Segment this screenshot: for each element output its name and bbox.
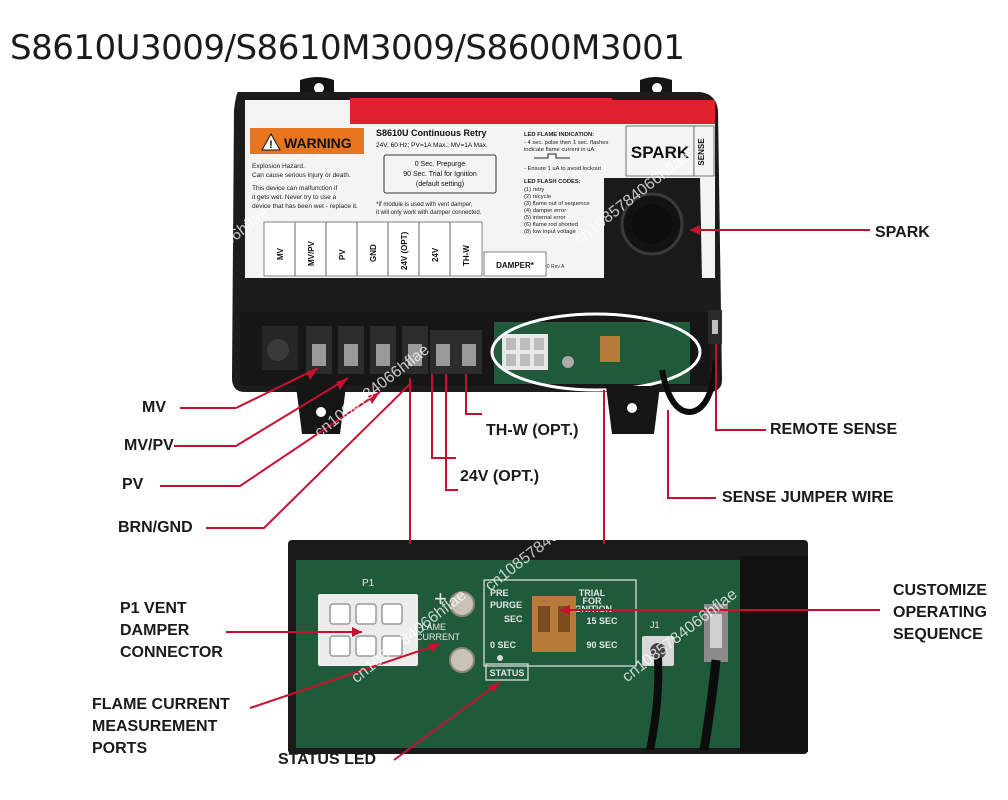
svg-text:0 SEC: 0 SEC [490,640,517,650]
svg-text:CURRENT: CURRENT [416,632,461,642]
spark-label: SPARK [631,143,690,162]
svg-text:- 4 sec. pulse then 1 sec. fla: - 4 sec. pulse then 1 sec. flashes [524,140,609,146]
terminal-row [262,326,482,374]
timing-box [383,154,497,194]
svg-text:This device can malfunction if: This device can malfunction if [252,185,337,192]
svg-text:+: + [434,586,447,611]
callout-remote-sense: REMOTE SENSE [770,421,898,438]
svg-text:(5) internal error: (5) internal error [524,215,566,221]
svg-text:24V (OPT): 24V (OPT) [400,231,409,270]
svg-text:90 Sec. Trial for Ignition: 90 Sec. Trial for Ignition [403,171,477,178]
callout-mv-pv: MV/PV [124,437,174,454]
callout-brn-gnd: BRN/GND [118,519,193,536]
svg-text:0 Sec. Prepurge: 0 Sec. Prepurge [415,161,466,168]
leader-lines [160,229,880,761]
callout-24v: 24V (OPT.) [460,468,540,485]
svg-text:device that has been wet - rep: device that has been wet - replace it. [252,203,358,210]
callout-p1-vent: P1 VENT DAMPER CONNECTOR [120,600,223,661]
svg-text:indicate flame current in uA:: indicate flame current in uA: [524,147,596,153]
svg-text:MV/PV: MV/PV [307,240,316,266]
red-band [350,98,612,124]
svg-text:GND: GND [369,244,378,262]
status-led [497,655,503,661]
svg-text:*If module is used with vent d: *If module is used with vent damper, [376,202,473,208]
svg-text:(1) retry: (1) retry [524,187,544,193]
ignition-module: ! WARNING Explosion Hazard. Can cause se… [232,77,722,434]
model-spec: 24V, 60 Hz; PV=1A Max.; MV=1A Max. [376,142,488,149]
svg-text:FOR: FOR [583,596,602,606]
leader-arrowheads [306,225,700,692]
board-closeup: P1 + FLAME CURRENT PRE PURGE SEC 0 SEC T… [288,540,808,754]
svg-text:LED FLASH CODES:: LED FLASH CODES: [524,179,581,185]
svg-text:(8) low input voltage: (8) low input voltage [524,229,576,235]
svg-text:(default setting): (default setting) [416,181,464,188]
svg-text:- Ensure 1 uA to avoid lockout: - Ensure 1 uA to avoid lockout [524,166,601,172]
svg-text:it gets wet. Never try to use: it gets wet. Never try to use a [252,194,337,201]
sense-label: SENSE [697,138,706,166]
callout-spark: SPARK [875,224,930,241]
svg-text:PRE: PRE [490,588,509,598]
svg-text:J1: J1 [650,620,660,630]
svg-text:Can cause serious injury or de: Can cause serious injury or death. [252,172,351,179]
model-title: S8610U Continuous Retry [376,128,487,138]
svg-text:15 SEC: 15 SEC [586,616,618,626]
svg-text:P1: P1 [362,578,375,589]
svg-text:PURGE: PURGE [490,600,522,610]
svg-text:(4) damper error: (4) damper error [524,208,566,214]
svg-text:Explosion Hazard.: Explosion Hazard. [252,163,305,170]
svg-text:STATUS: STATUS [490,668,525,678]
callout-status-led: STATUS LED [278,751,377,768]
svg-text:24V: 24V [431,247,440,262]
svg-text:DAMPER*: DAMPER* [496,261,535,270]
callout-th-w: TH-W (OPT.) [486,422,579,439]
warning-title: WARNING [284,135,352,151]
svg-text:SEC: SEC [504,614,523,624]
svg-text:!: ! [269,139,273,151]
warning-body: Explosion Hazard. Can cause serious inju… [252,163,358,210]
svg-text:TH-W: TH-W [462,245,471,266]
led-info: LED FLAME INDICATION: - 4 sec. pulse the… [524,132,609,235]
terminal-label-strip: MV MV/PV PV GND 24V (OPT) 24V TH-W DAMPE… [263,221,547,277]
svg-text:90 SEC: 90 SEC [586,640,618,650]
callout-sense-jumper: SENSE JUMPER WIRE [722,489,894,506]
svg-text:(3) flame out of sequence: (3) flame out of sequence [524,201,590,207]
sense-jumper-wire [659,359,719,416]
callout-pv: PV [122,476,144,493]
page-title: S8610U3009/S8610M3009/S8600M3001 [10,28,685,68]
svg-text:it will only work with damper: it will only work with damper connected. [376,210,482,216]
callout-customize: CUSTOMIZE OPERATING SEQUENCE [893,582,987,643]
svg-text:FLAME: FLAME [416,622,446,632]
flame-port-positive [449,591,475,617]
callout-flame-current: FLAME CURRENT MEASUREMENT PORTS [92,696,230,757]
svg-text:MV: MV [276,247,285,260]
svg-text:PV: PV [338,249,347,260]
svg-text:(2) recycle: (2) recycle [524,194,551,200]
svg-text:(6) flame rod shorted: (6) flame rod shorted [524,222,578,228]
callout-mv: MV [142,399,166,416]
svg-text:TRIAL: TRIAL [579,588,606,598]
board-highlight-ellipse [490,312,702,392]
svg-text:LED FLAME INDICATION:: LED FLAME INDICATION: [524,132,594,138]
flame-port-negative [449,647,475,673]
